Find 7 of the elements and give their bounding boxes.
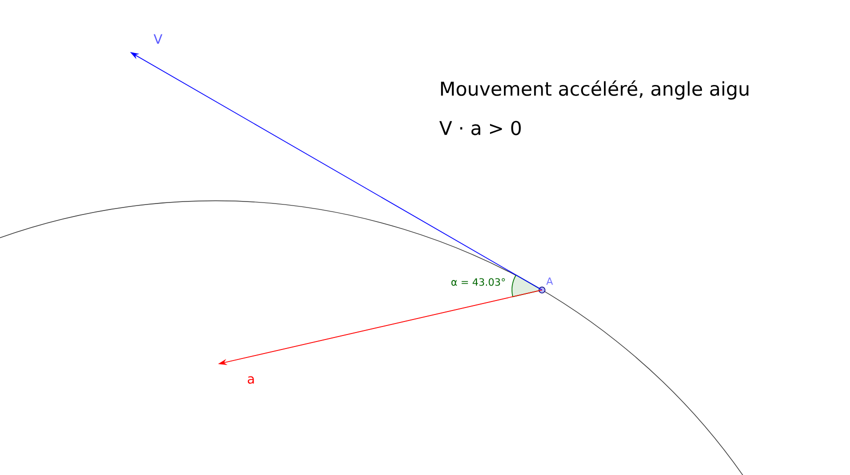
formula-text: V · a > 0 [439,120,521,136]
vector-label: V [154,34,162,44]
point-label: A [546,278,553,285]
point [538,286,546,294]
title-text: Mouvement accéléré, angle aigu [441,80,748,100]
angle-label: α = 43.03° [451,278,505,286]
vector-label: a [248,376,254,384]
